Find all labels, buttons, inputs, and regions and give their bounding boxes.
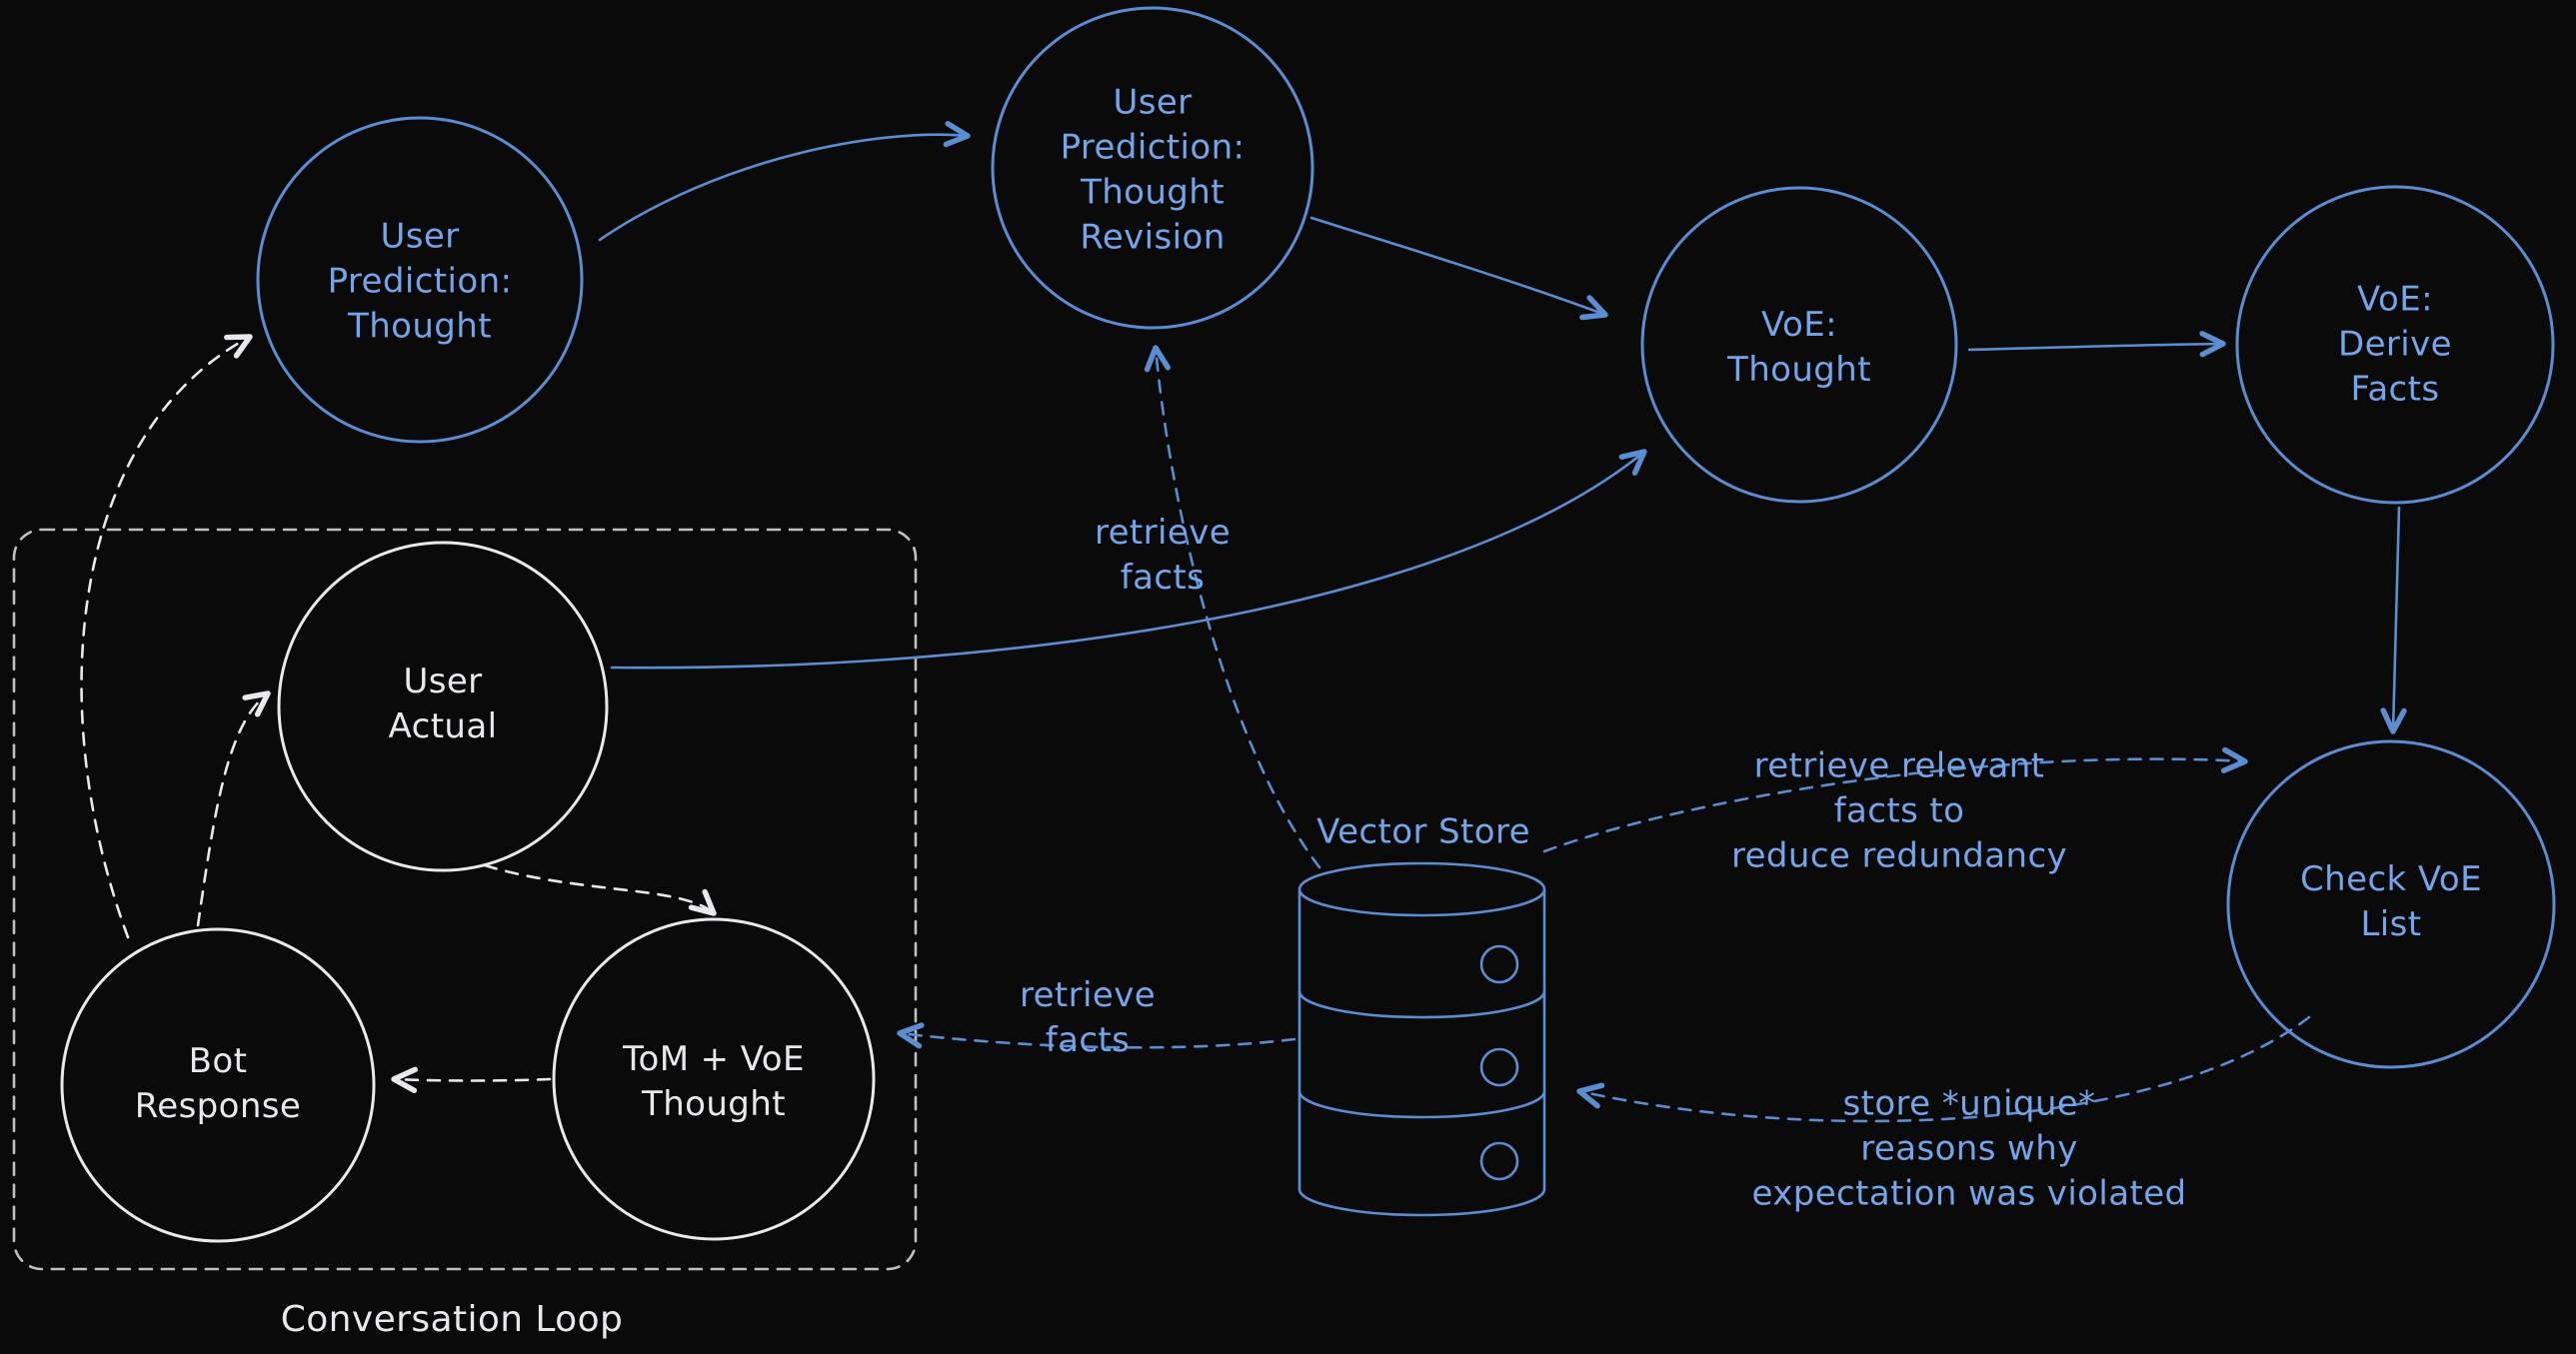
node-voe-derive-facts bbox=[2235, 185, 2555, 505]
node-voe-thought bbox=[1640, 186, 1958, 504]
arrow-tom-voe-to-bot-response bbox=[391, 1066, 552, 1093]
arrow-check-voe-to-vector-store bbox=[1576, 1015, 2311, 1123]
arrow-vector-store-to-revision bbox=[1144, 345, 1321, 869]
vector-store-top bbox=[1297, 861, 1546, 917]
arrow-revision-to-voe-thought bbox=[1309, 216, 1608, 321]
node-tom-voe-thought bbox=[552, 917, 876, 1241]
arrow-vector-store-to-tom-voe bbox=[897, 1022, 1296, 1049]
vector-store-divider-2 bbox=[1297, 1089, 1546, 1119]
arrow-vector-store-to-check-voe bbox=[1542, 746, 2248, 853]
vector-store-icon bbox=[1297, 861, 1546, 1217]
vector-store-knob-3 bbox=[1479, 1141, 1519, 1181]
vector-store-knob-1 bbox=[1479, 944, 1519, 984]
vector-store-body bbox=[1297, 887, 1546, 1217]
vector-store-divider-1 bbox=[1297, 989, 1546, 1019]
arrow-voe-thought-to-derive-facts bbox=[1967, 331, 2226, 358]
arrow-user-actual-to-tom-voe bbox=[483, 863, 717, 916]
node-user-prediction-thought bbox=[256, 116, 584, 444]
node-user-prediction-thought-revision bbox=[991, 6, 1314, 330]
node-check-voe-list bbox=[2226, 739, 2556, 1069]
arrow-loop-to-user-prediction bbox=[80, 334, 253, 939]
conversation-loop-box bbox=[12, 528, 918, 1271]
arrow-thought-to-revision bbox=[598, 121, 971, 242]
arrow-user-actual-to-voe-thought bbox=[610, 449, 1647, 670]
node-user-actual bbox=[277, 541, 609, 872]
node-bot-response bbox=[60, 927, 376, 1243]
vector-store-knob-2 bbox=[1479, 1047, 1519, 1087]
arrow-derive-facts-to-check-voe bbox=[2380, 506, 2407, 734]
arrow-bot-response-to-user-actual bbox=[196, 690, 271, 927]
